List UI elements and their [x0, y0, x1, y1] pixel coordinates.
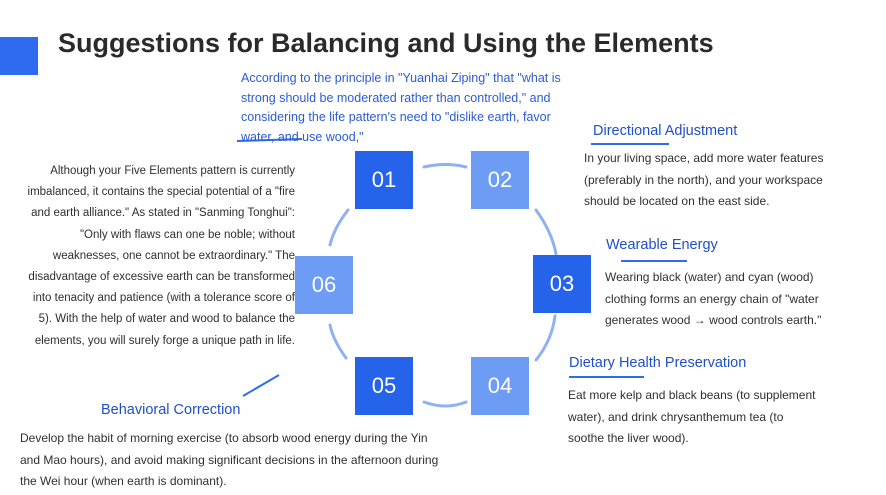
box-04: 04	[471, 357, 529, 415]
arc-06-01	[328, 208, 350, 247]
page-title: Suggestions for Balancing and Using the …	[58, 28, 714, 58]
dietary-heading: Dietary Health Preservation	[569, 355, 747, 371]
intro-accent-line	[236, 138, 303, 142]
behavioral-heading: Behavioral Correction	[101, 402, 241, 418]
wearable-underline	[621, 260, 687, 262]
behavioral-accent-line	[242, 374, 280, 397]
directional-underline	[591, 143, 669, 145]
arc-04-05	[422, 400, 468, 408]
wearable-heading: Wearable Energy	[606, 237, 718, 253]
title-accent-square	[0, 37, 38, 75]
wearable-text: Wearing black (water) and cyan (wood) cl…	[605, 270, 822, 327]
dietary-text: Eat more kelp and black beans (to supple…	[568, 388, 816, 445]
directional-text: In your living space, add more water fea…	[584, 151, 824, 208]
intro-text: According to the principle in "Yuanhai Z…	[241, 71, 561, 144]
box-02: 02	[471, 151, 529, 209]
arc-02-03	[534, 208, 558, 256]
dietary-underline	[569, 376, 644, 378]
box-06: 06	[295, 256, 353, 314]
arc-05-06	[328, 323, 348, 360]
summary-paragraph: Although your Five Elements pattern is c…	[27, 165, 295, 347]
box-05: 05	[355, 357, 413, 415]
directional-heading: Directional Adjustment	[593, 123, 738, 139]
box-03: 03	[533, 255, 591, 313]
box-01: 01	[355, 151, 413, 209]
arc-01-02	[422, 163, 468, 169]
behavioral-text: Develop the habit of morning exercise (t…	[20, 431, 439, 488]
arc-03-04	[534, 314, 557, 362]
